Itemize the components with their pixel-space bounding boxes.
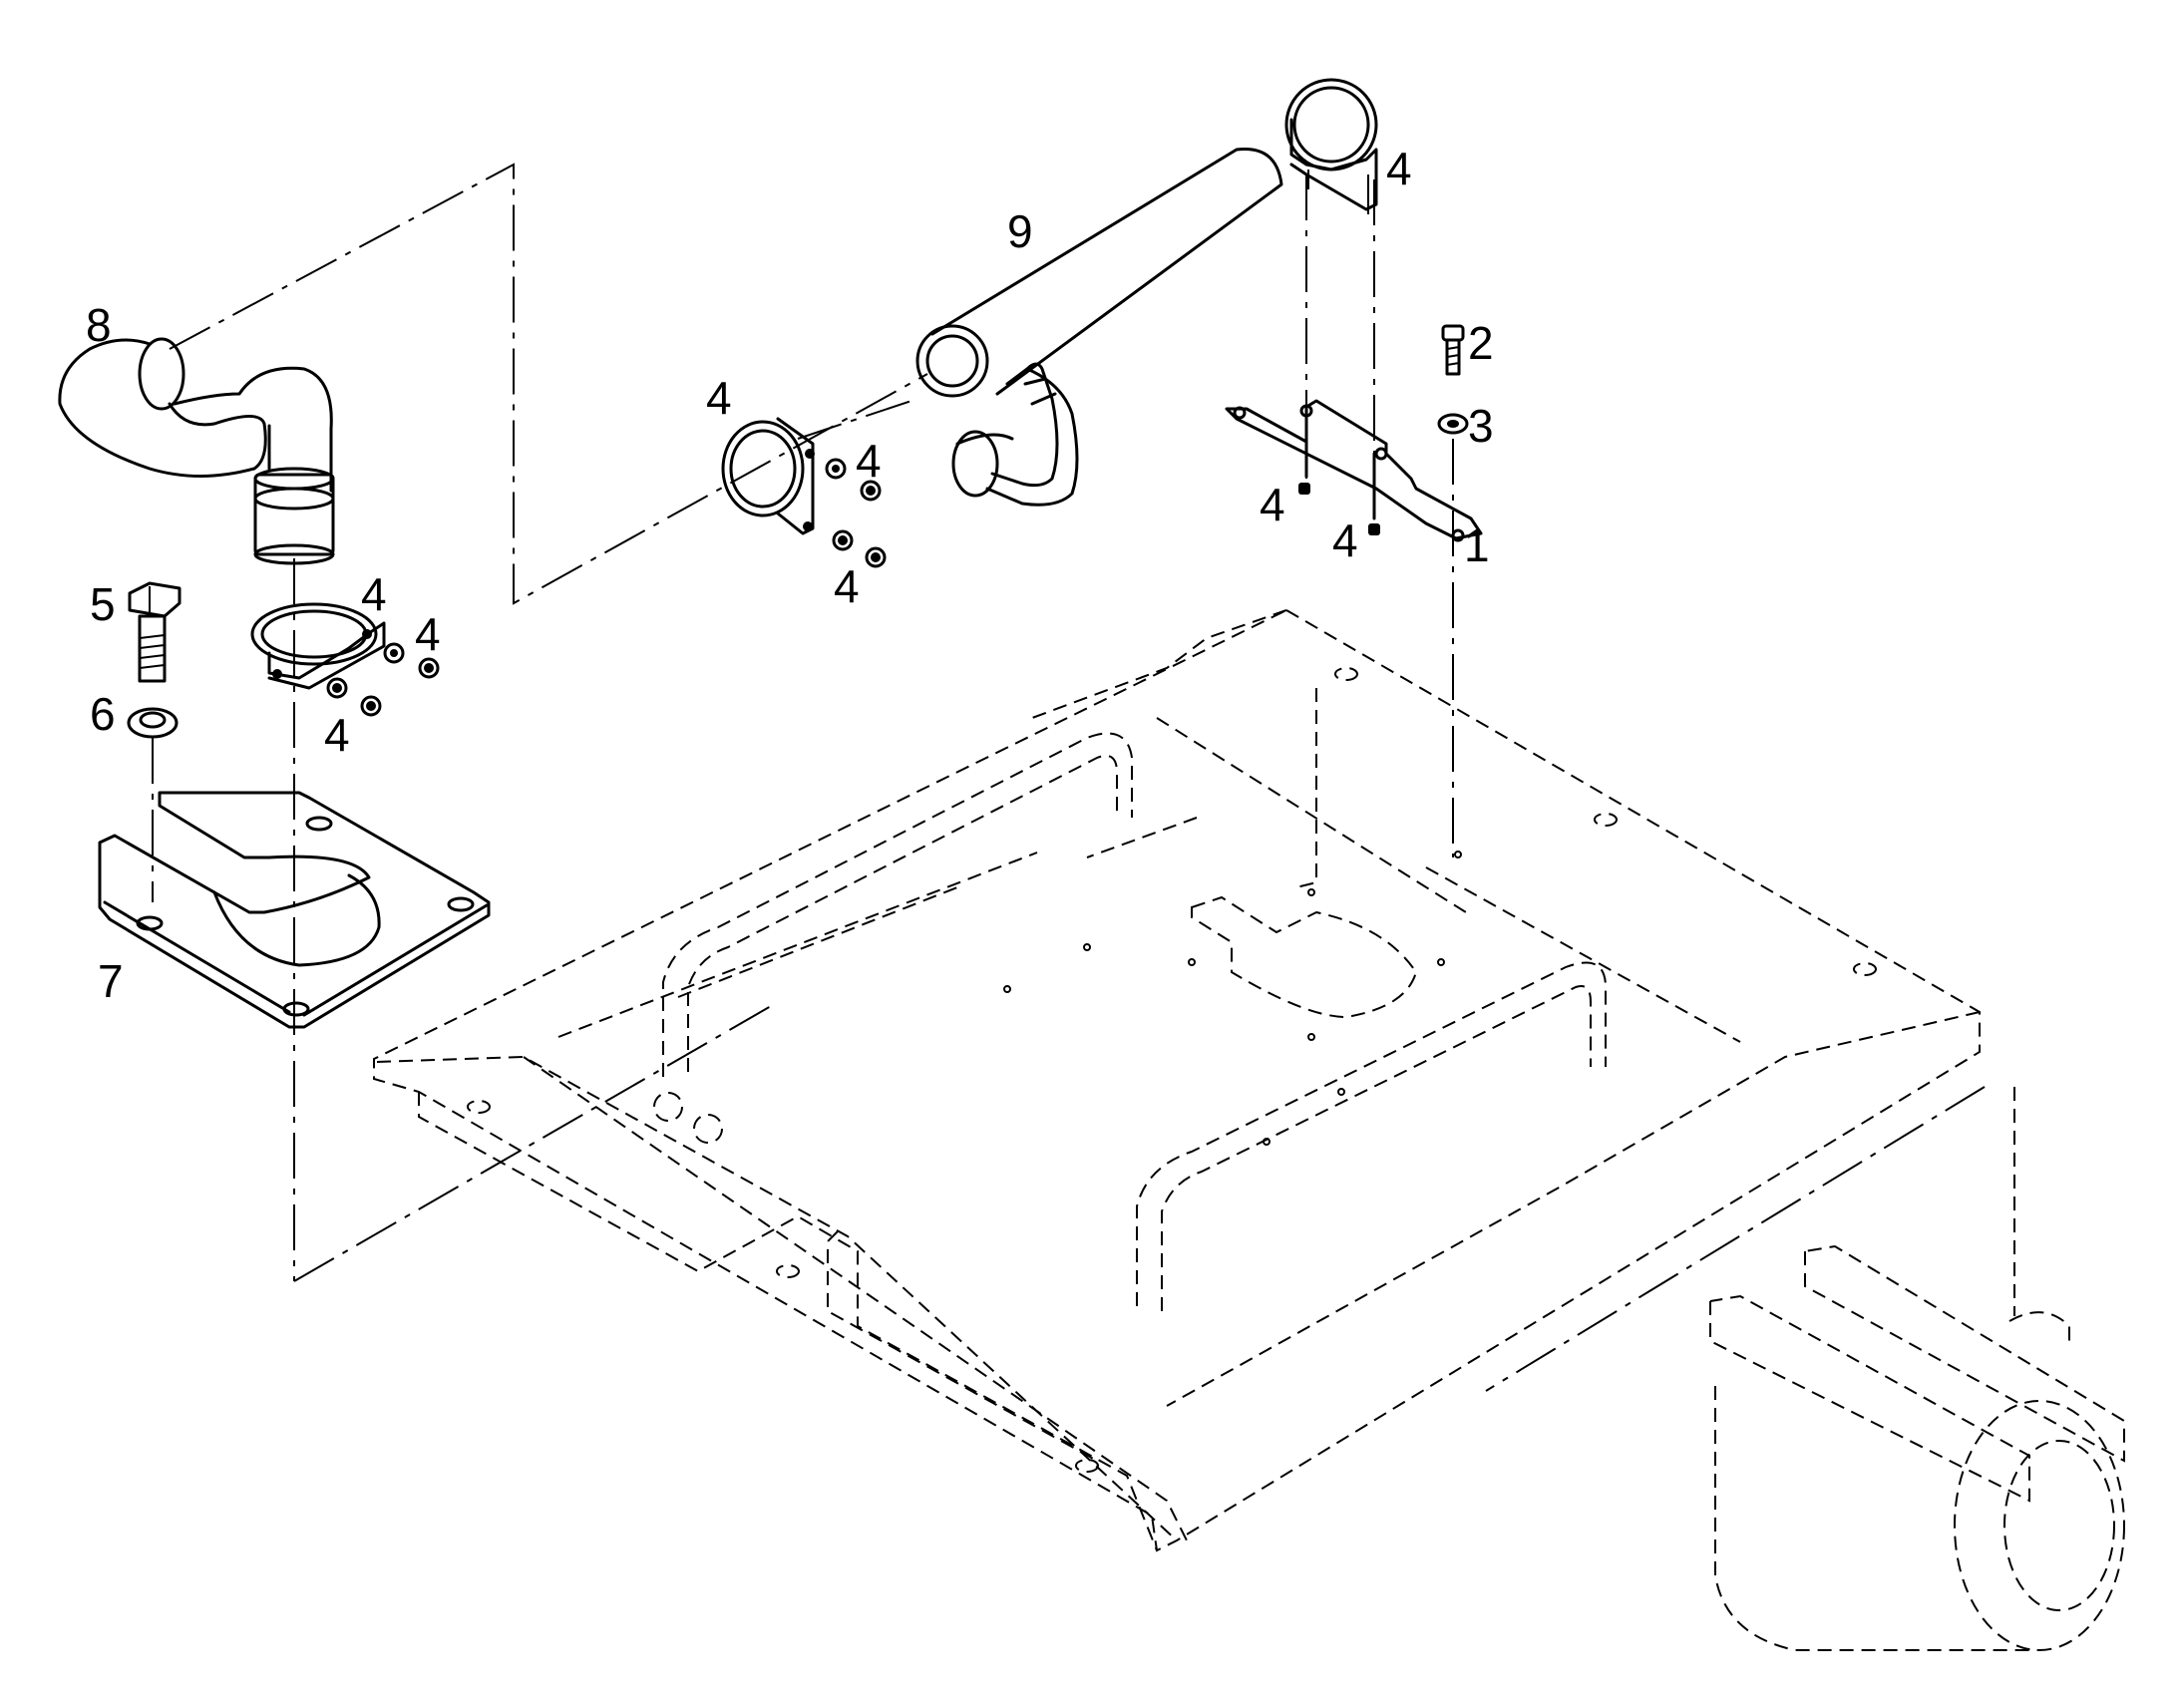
callout-4-nuts-upper: 4 xyxy=(856,435,882,487)
muffler-assembly xyxy=(1485,1086,2125,1651)
callout-8: 8 xyxy=(86,299,112,351)
callout-6: 6 xyxy=(90,688,116,740)
callout-4-left-clamp: 4 xyxy=(706,372,732,424)
callout-2: 2 xyxy=(1468,317,1494,369)
callout-5: 5 xyxy=(90,578,116,630)
nuts xyxy=(326,458,1380,717)
callout-7: 7 xyxy=(98,955,124,1007)
callout-labels: 1 2 3 4 4 4 4 4 4 4 4 4 5 6 7 8 9 xyxy=(86,143,1494,1007)
u-clamp-top xyxy=(1284,78,1378,214)
small-washer xyxy=(1437,413,1469,435)
hex-bolt xyxy=(128,581,182,683)
callout-9: 9 xyxy=(1007,205,1033,257)
callout-4-lower-nuts-right: 4 xyxy=(415,608,441,660)
callout-4-nuts-lower: 4 xyxy=(834,560,860,612)
callout-4-top-clamp: 4 xyxy=(1386,143,1412,194)
flat-washer xyxy=(127,707,179,739)
callout-4-bracket-left: 4 xyxy=(1260,479,1285,530)
small-bolt xyxy=(1441,324,1465,376)
callout-1: 1 xyxy=(1464,519,1490,571)
mounting-plate xyxy=(98,791,491,1029)
elbow-exhaust-pipe xyxy=(58,337,335,565)
u-clamp-left xyxy=(721,417,815,535)
frame-deck xyxy=(373,608,1981,1552)
callout-4-bracket-right: 4 xyxy=(1332,514,1358,566)
u-clamp-lower xyxy=(250,602,386,690)
callout-3: 3 xyxy=(1468,400,1494,452)
alignment-lines xyxy=(152,163,1454,1282)
straight-exhaust-pipe xyxy=(915,147,1283,507)
callout-4-lower-nuts-bottom: 4 xyxy=(324,709,350,761)
callout-4-lower-clamp: 4 xyxy=(361,568,387,620)
